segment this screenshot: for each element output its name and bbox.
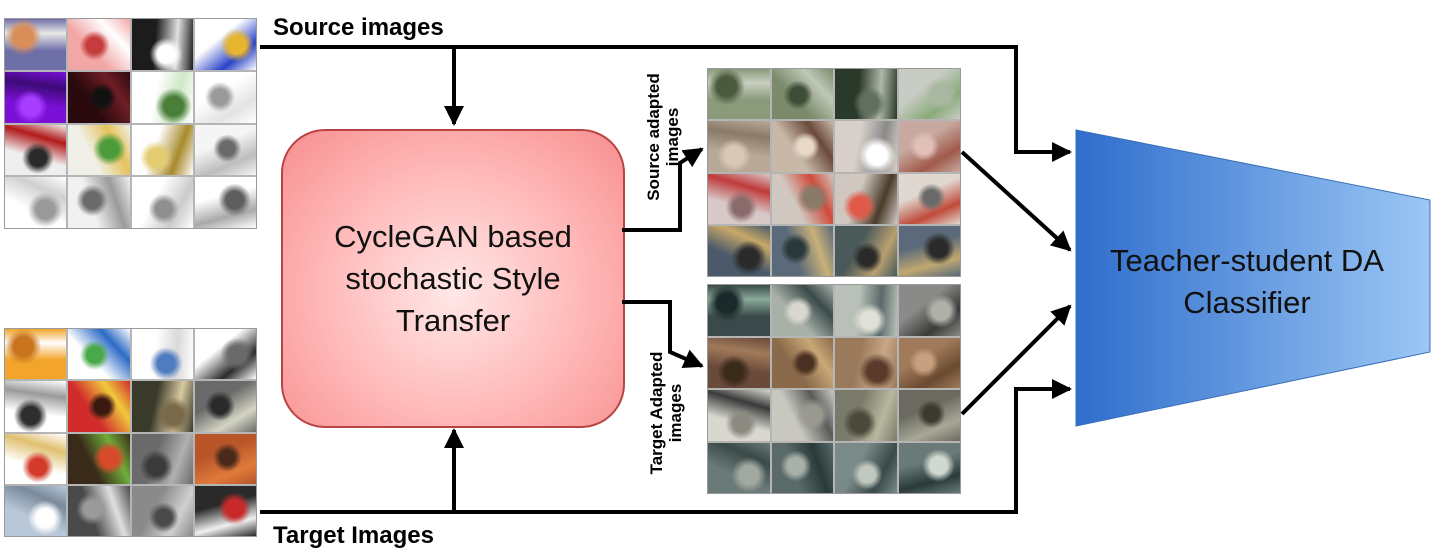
thumbnail-lamp-adapted xyxy=(771,121,833,172)
source-to-classifier-arrow xyxy=(260,45,1072,162)
thumbnail-folder xyxy=(68,124,130,176)
target-images-grid xyxy=(4,328,257,537)
thumbnail-calendar-adapted xyxy=(708,69,770,120)
thumbnail-motorbike-adapted xyxy=(898,390,960,441)
thumbnail-spoon xyxy=(131,124,193,176)
thumbnail-machine-adapted xyxy=(898,225,960,276)
thumbnail-pen xyxy=(194,19,256,70)
thumbnail-pen xyxy=(5,381,67,432)
thumbnail-ruler xyxy=(131,381,193,432)
thumbnail-elephant-adapted xyxy=(835,225,897,276)
thumbnail-cans-adapted xyxy=(771,390,833,441)
thumbnail-racecar xyxy=(194,485,256,536)
cyclegan-box-text: CycleGAN based stochastic Style Transfer xyxy=(334,218,572,338)
thumbnail-sneaker-adapted xyxy=(835,69,897,120)
thumbnail-printer xyxy=(194,124,256,176)
thumbnail-landscape xyxy=(131,433,193,484)
classifier-trapezoid xyxy=(1075,129,1431,427)
thumbnail-field-adapted xyxy=(771,225,833,276)
thumbnail-pins-adapted xyxy=(771,285,833,336)
thumbnail-drill-adapted xyxy=(771,69,833,120)
thumbnail-calendar xyxy=(5,19,67,70)
thumbnail-hearts xyxy=(5,124,67,176)
classifier-text: Teacher-student DA Classifier xyxy=(1110,243,1384,320)
source-adapted-grid xyxy=(707,68,961,277)
thumbnail-hearts-adapted xyxy=(708,173,770,224)
thumbnail-keyboard-shape xyxy=(68,177,130,228)
thumbnail-purple-panel xyxy=(5,71,67,123)
thumbnail-landscape-adapted xyxy=(835,390,897,441)
thumbnail-pencils-adapted xyxy=(708,285,770,336)
thumbnail-spoon-adapted xyxy=(835,173,897,224)
target-to-classifier-arrow xyxy=(260,379,1072,514)
thumbnail-racecar-adapted xyxy=(898,442,960,493)
thumbnail-motorbike xyxy=(194,433,256,484)
source-images-grid xyxy=(4,18,257,229)
target-adapted-grid xyxy=(707,284,961,494)
thumbnail-leaf-adapted xyxy=(898,69,960,120)
thumbnail-sneaker xyxy=(131,19,193,70)
thumbnail-folder-adapted xyxy=(771,173,833,224)
thumbnail-bicycles xyxy=(68,485,130,536)
thumbnail-birthday-adapted xyxy=(771,337,833,388)
thumbnail-trash-adapted xyxy=(898,285,960,336)
thumbnail-pen-adapted xyxy=(708,337,770,388)
thumbnail-monitor-adapted xyxy=(898,337,960,388)
thumbnail-pins xyxy=(68,329,130,380)
thumbnail-cans xyxy=(68,433,130,484)
thumbnail-plane-adapted xyxy=(708,442,770,493)
thumbnail-monitor xyxy=(194,381,256,432)
thumbnail-cake xyxy=(5,433,67,484)
thumbnail-drill xyxy=(68,19,130,70)
target-images-label: Target Images xyxy=(273,522,434,549)
source-images-label: Source images xyxy=(273,14,444,41)
thumbnail-printer xyxy=(131,329,193,380)
thumbnail-cake-adapted xyxy=(708,390,770,441)
thumbnail-plane xyxy=(5,485,67,536)
thumbnail-computer-adapted xyxy=(835,121,897,172)
thumbnail-birthday xyxy=(68,381,130,432)
thumbnail-dark-curtain xyxy=(68,71,130,123)
gan-to-target-adapted-arrow xyxy=(622,300,704,368)
thumbnail-elephant xyxy=(131,177,193,228)
thumbnail-machine xyxy=(194,177,256,228)
thumbnail-horse-adapted xyxy=(708,225,770,276)
thumbnail-pencils xyxy=(5,329,67,380)
gan-to-source-adapted-arrow xyxy=(622,147,704,232)
thumbnail-pan xyxy=(194,71,256,123)
thumbnail-horse xyxy=(5,177,67,228)
source-adapted-to-classifier-arrow xyxy=(960,150,1072,252)
target-adapted-to-classifier-arrow xyxy=(960,304,1072,416)
thumbnail-printer-adapted xyxy=(898,173,960,224)
thumbnail-printer-adapted xyxy=(835,285,897,336)
cyclegan-style-transfer-box: CycleGAN based stochastic Style Transfer xyxy=(281,129,625,428)
thumbnail-ruler-adapted xyxy=(835,337,897,388)
thumbnail-computer xyxy=(131,71,193,123)
thumbnail-trash-can xyxy=(194,329,256,380)
thumbnail-bicycles-adapted xyxy=(771,442,833,493)
thumbnail-cars xyxy=(131,485,193,536)
thumbnail-swirl-adapted xyxy=(898,121,960,172)
thumbnail-cars-adapted xyxy=(835,442,897,493)
thumbnail-room-adapted xyxy=(708,121,770,172)
